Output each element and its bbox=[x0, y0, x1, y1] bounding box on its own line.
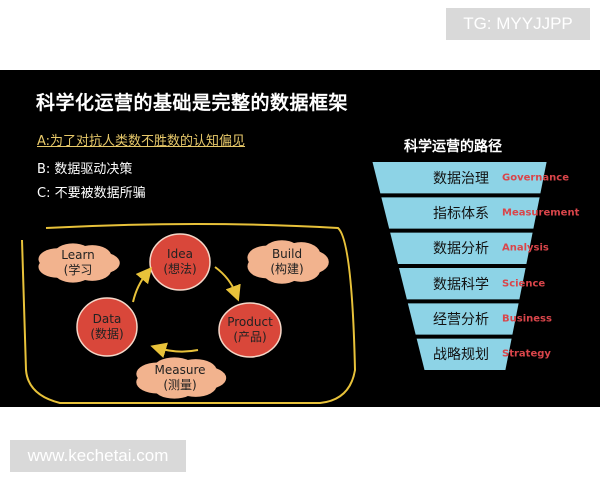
cycle-node-idea bbox=[149, 233, 211, 291]
diagram-graphics bbox=[21, 162, 547, 404]
funnel-layer-en: Governance bbox=[502, 172, 570, 184]
funnel-layer-zh: 指标体系 bbox=[433, 206, 489, 222]
label-zh: (数据) bbox=[90, 327, 124, 341]
cycle-node-label: Data(数据) bbox=[90, 312, 123, 342]
funnel-layer-zh: 数据科学 bbox=[433, 276, 489, 293]
slide: 科学化运营的基础是完整的数据框架 A:为了对抗人类数不胜数的认知偏见 B: 数据… bbox=[0, 70, 600, 407]
funnel-layer-zh: 经营分析 bbox=[433, 312, 489, 328]
cloud-measure bbox=[136, 357, 227, 399]
watermark-website: www.kechetai.com bbox=[10, 440, 186, 472]
funnel-layer-zh: 数据治理 bbox=[433, 170, 489, 187]
funnel-layer-zh: 数据分析 bbox=[433, 241, 489, 258]
funnel-layer-en: Business bbox=[502, 313, 552, 325]
hand-drawn-frame bbox=[21, 223, 357, 404]
cloud-label: Measure(测量) bbox=[155, 363, 206, 393]
arrow-idea-to-product bbox=[214, 266, 241, 302]
funnel-layer bbox=[416, 338, 512, 370]
point-a: A:为了对抗人类数不胜数的认知偏见 bbox=[37, 134, 246, 149]
funnel-layer bbox=[390, 232, 533, 264]
funnel-layer bbox=[399, 268, 526, 300]
label-zh: (学习 bbox=[63, 263, 93, 277]
label-en: Measure bbox=[154, 363, 206, 377]
funnel-layer bbox=[407, 303, 519, 335]
cloud-label: Build(构建) bbox=[270, 247, 303, 277]
label-en: Product bbox=[227, 315, 273, 329]
point-b: B: 数据驱动决策 bbox=[37, 162, 133, 177]
cloud-label: Learn(学习 bbox=[61, 248, 95, 278]
watermark-telegram: TG: MYYJJPP bbox=[446, 8, 590, 40]
label-zh: (产品) bbox=[233, 330, 267, 344]
funnel-layer-en: Measurement bbox=[502, 207, 580, 219]
funnel-layer-en: Strategy bbox=[502, 348, 551, 360]
funnel-layer bbox=[372, 162, 547, 194]
label-zh: (构建) bbox=[270, 262, 304, 276]
funnel-layer-en: Analysis bbox=[502, 242, 549, 254]
point-c: C: 不要被数据所骗 bbox=[37, 186, 146, 201]
label-en: Data bbox=[92, 312, 122, 326]
label-en: Learn bbox=[61, 248, 95, 262]
label-en: Build bbox=[271, 247, 303, 261]
cycle-node-label: Idea(想法) bbox=[163, 247, 196, 277]
cycle-node-label: Product(产品) bbox=[227, 315, 273, 345]
arrow-measure-to-data bbox=[150, 342, 199, 358]
cloud-learn bbox=[38, 243, 120, 283]
arrow-data-to-idea bbox=[132, 266, 153, 303]
label-zh: (测量) bbox=[163, 378, 197, 392]
label-en: Idea bbox=[167, 247, 193, 261]
label-zh: (想法) bbox=[163, 262, 197, 276]
funnel-layer-zh: 战略规划 bbox=[433, 347, 489, 364]
slide-title: 科学化运营的基础是完整的数据框架 bbox=[36, 92, 349, 114]
funnel-layer-en: Science bbox=[502, 278, 546, 290]
funnel-title: 科学运营的路径 bbox=[404, 139, 502, 155]
cycle-node-data bbox=[76, 297, 138, 357]
cycle-node-product bbox=[218, 302, 282, 358]
funnel-layer bbox=[381, 197, 540, 229]
cloud-build bbox=[247, 240, 329, 284]
